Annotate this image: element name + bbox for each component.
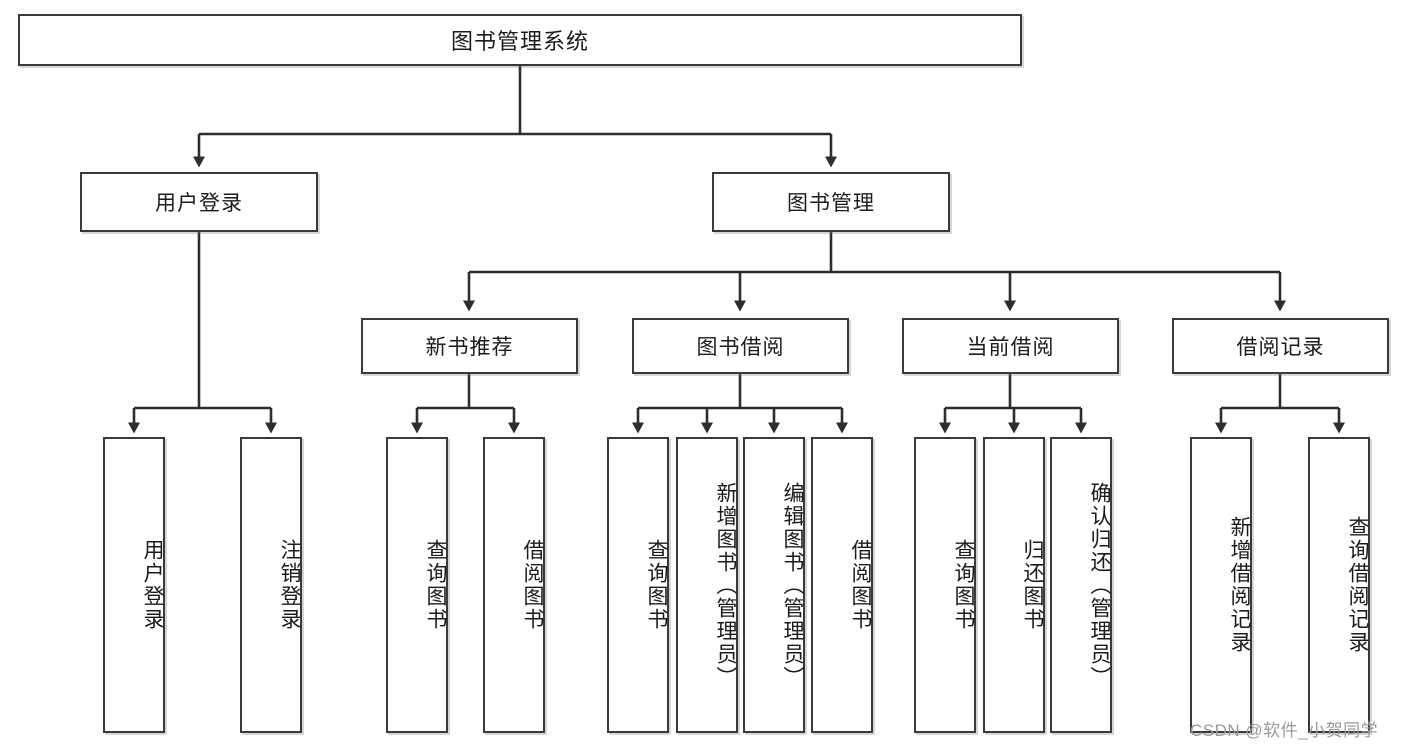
- node-label: 新增图书（管理员）: [714, 481, 737, 689]
- node-label: 查询图书: [645, 539, 668, 631]
- node-user-login[interactable]: 用户登录: [80, 172, 318, 232]
- node-leaf-borrow-book-2[interactable]: 借阅图书: [811, 437, 873, 733]
- node-borrow-record[interactable]: 借阅记录: [1172, 318, 1389, 374]
- node-label: 注销登录: [278, 539, 301, 631]
- node-leaf-user-logout[interactable]: 注销登录: [240, 437, 302, 733]
- watermark: CSDN @软件_小贺同学: [1190, 721, 1379, 740]
- node-leaf-borrow-book-1[interactable]: 借阅图书: [483, 437, 545, 733]
- node-new-book-recommend[interactable]: 新书推荐: [361, 318, 578, 374]
- node-label: 借阅图书: [521, 539, 544, 631]
- node-label: 查询图书: [424, 539, 447, 631]
- node-leaf-query-book-1[interactable]: 查询图书: [386, 437, 448, 733]
- node-label: 查询借阅记录: [1346, 516, 1369, 654]
- node-current-borrow[interactable]: 当前借阅: [902, 318, 1119, 374]
- node-leaf-return-book[interactable]: 归还图书: [983, 437, 1045, 733]
- node-leaf-query-book-2[interactable]: 查询图书: [607, 437, 669, 733]
- node-label: 图书借阅: [696, 336, 785, 359]
- node-label: 借阅图书: [849, 539, 872, 631]
- node-leaf-query-record[interactable]: 查询借阅记录: [1308, 437, 1370, 733]
- node-label: 确认归还（管理员）: [1088, 481, 1111, 689]
- node-leaf-add-book[interactable]: 新增图书（管理员）: [676, 437, 738, 733]
- node-root-system[interactable]: 图书管理系统: [18, 14, 1022, 66]
- node-leaf-edit-book[interactable]: 编辑图书（管理员）: [743, 437, 805, 733]
- node-label: 图书管理系统: [450, 29, 589, 54]
- node-label: 新书推荐: [425, 336, 514, 359]
- node-label: 查询图书: [952, 539, 975, 631]
- node-label: 编辑图书（管理员）: [781, 481, 804, 689]
- node-label: 归还图书: [1021, 539, 1044, 631]
- node-leaf-user-login[interactable]: 用户登录: [103, 437, 165, 733]
- node-book-manage[interactable]: 图书管理: [712, 172, 950, 232]
- node-leaf-add-record[interactable]: 新增借阅记录: [1190, 437, 1252, 733]
- node-label: 图书管理: [787, 192, 875, 215]
- node-label: 借阅记录: [1236, 336, 1325, 359]
- node-leaf-confirm-return[interactable]: 确认归还（管理员）: [1050, 437, 1112, 733]
- node-label: 当前借阅: [966, 336, 1055, 359]
- node-label: 用户登录: [155, 192, 243, 215]
- node-label: 用户登录: [141, 539, 164, 631]
- node-leaf-query-book-3[interactable]: 查询图书: [914, 437, 976, 733]
- node-book-borrow[interactable]: 图书借阅: [632, 318, 849, 374]
- node-label: 新增借阅记录: [1228, 516, 1251, 654]
